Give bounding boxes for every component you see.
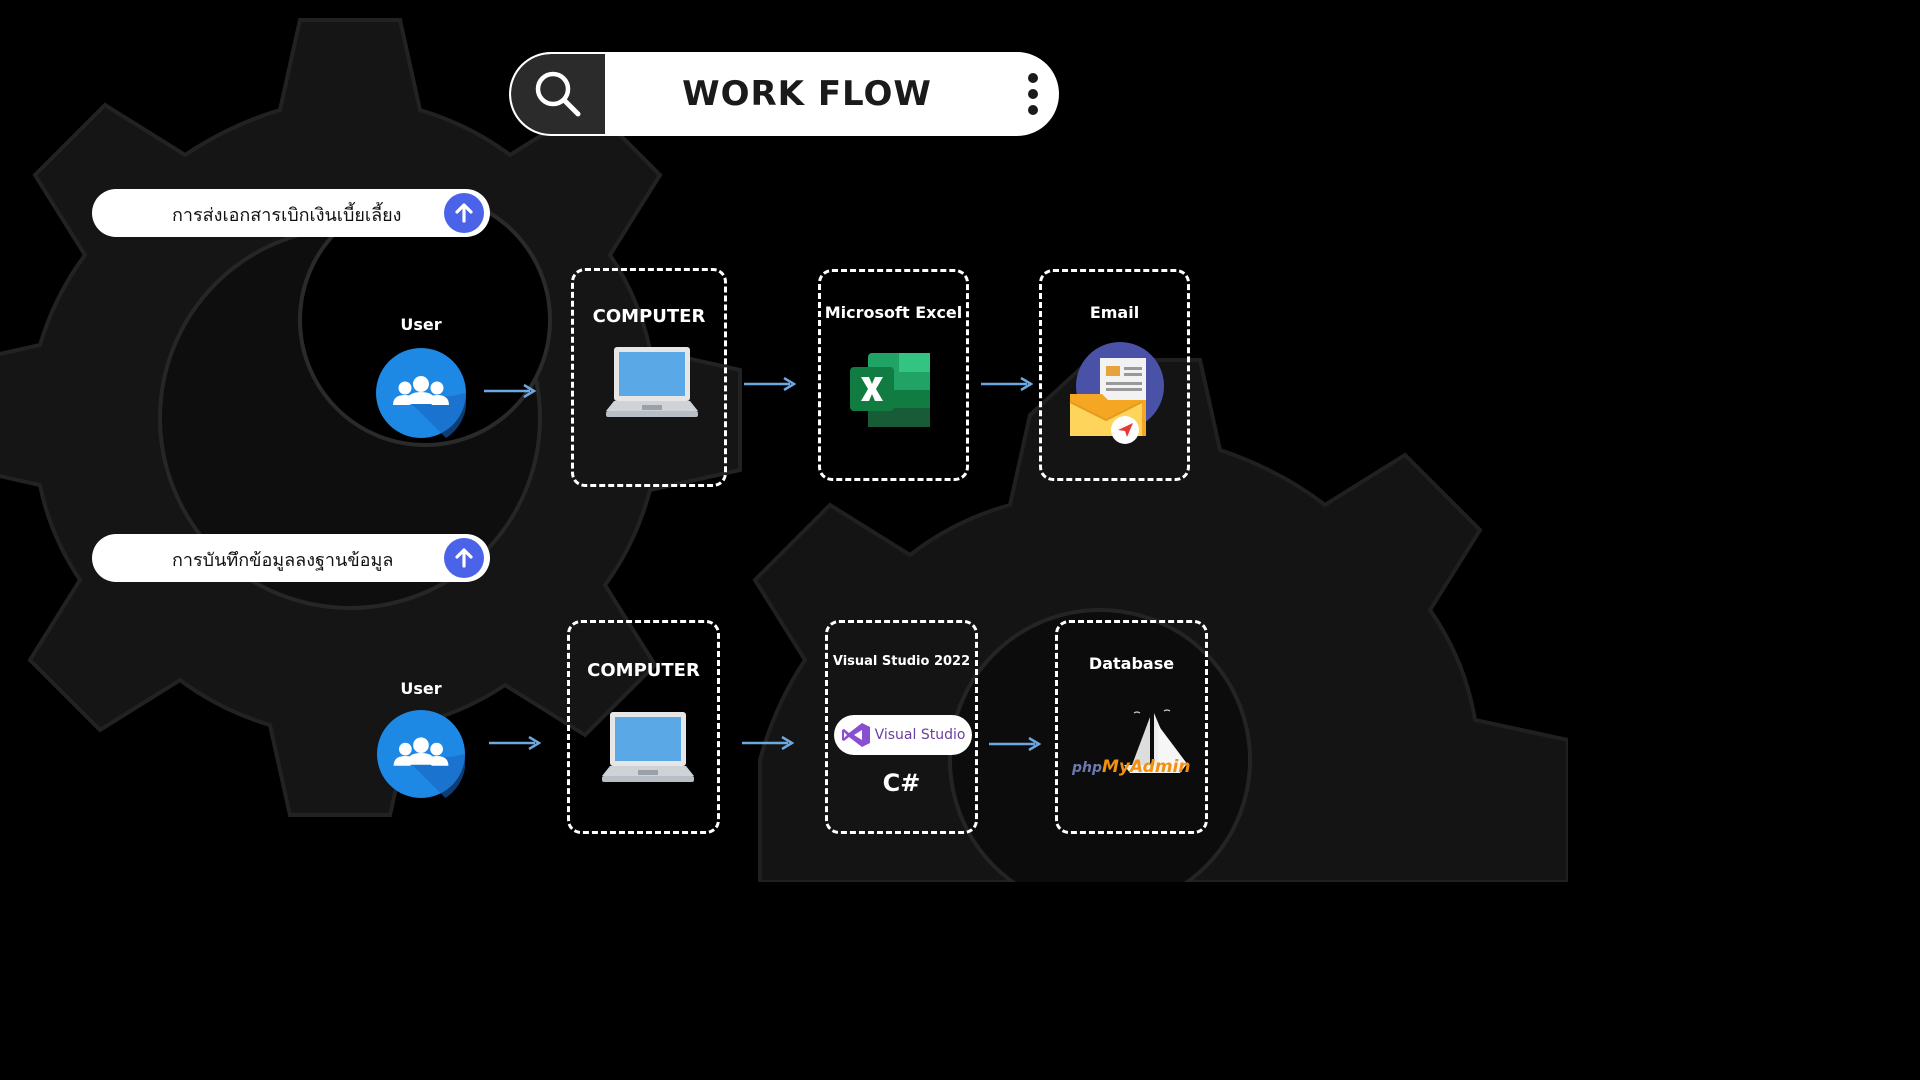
search-icon	[535, 71, 581, 117]
flow-1-excel-label: Microsoft Excel	[824, 303, 963, 322]
flow-2-title-pill: การบันทึกข้อมูลลงฐานข้อมูล	[92, 534, 490, 582]
flow-1-title-pill: การส่งเอกสารเบิกเงินเบี้ยเลี้ยง	[92, 189, 490, 237]
flow-2-computer-step: COMPUTER	[567, 620, 720, 834]
flow-1-computer-step: COMPUTER	[571, 268, 727, 487]
sailboat-icon	[1124, 709, 1188, 773]
flow-2-upload-button[interactable]	[444, 538, 484, 578]
email-folder-icon	[1069, 342, 1164, 444]
phpmyadmin-logo-php: php	[1072, 760, 1103, 776]
flow-1-excel-step: Microsoft Excel	[818, 269, 969, 481]
csharp-label: C#	[882, 769, 921, 797]
flow-1-computer-label: COMPUTER	[592, 306, 706, 327]
flow-2-database-step: Database phpMyAdmin	[1055, 620, 1208, 834]
flow-1-arrow-2	[744, 377, 796, 391]
search-button[interactable]	[511, 54, 605, 134]
flow-2-arrow-3	[989, 737, 1041, 751]
microsoft-excel-icon	[850, 353, 930, 427]
arrow-up-icon	[455, 203, 473, 223]
flow-1-arrow-3	[981, 377, 1033, 391]
more-vertical-icon	[1028, 73, 1038, 115]
flow-2-arrow-2	[742, 736, 794, 750]
flow-2-user-label: User	[400, 679, 442, 698]
visual-studio-icon	[841, 723, 870, 747]
flow-1-arrow-1	[484, 384, 536, 398]
flow-2-arrow-1	[489, 736, 541, 750]
users-group-icon	[377, 710, 465, 798]
phpmyadmin-logo-myadmin: MyAdmin	[1102, 757, 1191, 777]
flow-1-user-label: User	[400, 315, 442, 334]
laptop-icon	[606, 347, 698, 417]
visual-studio-logo: Visual Studio	[834, 715, 972, 755]
flow-1-title: การส่งเอกสารเบิกเงินเบี้ยเลี้ยง	[172, 205, 402, 226]
laptop-icon	[602, 712, 694, 782]
users-group-icon	[376, 348, 466, 438]
flow-1-email-step: Email	[1039, 269, 1190, 481]
flow-1-upload-button[interactable]	[444, 193, 484, 233]
flow-1-email-label: Email	[1089, 303, 1140, 322]
page-title: WORK FLOW	[682, 74, 932, 114]
workflow-title-bar: WORK FLOW	[509, 52, 1059, 136]
visual-studio-logo-text: Visual Studio	[874, 727, 966, 743]
menu-button[interactable]	[1009, 72, 1057, 116]
flow-2-computer-label: COMPUTER	[587, 660, 700, 681]
phpmyadmin-logo: phpMyAdmin	[1072, 757, 1190, 777]
flow-2-title: การบันทึกข้อมูลลงฐานข้อมูล	[172, 550, 394, 571]
flow-2-visual-studio-label: Visual Studio 2022	[832, 654, 971, 669]
flow-2-database-label: Database	[1088, 654, 1175, 673]
arrow-up-icon	[455, 548, 473, 568]
flow-2-visual-studio-step: Visual Studio 2022 Visual Studio C#	[825, 620, 978, 834]
